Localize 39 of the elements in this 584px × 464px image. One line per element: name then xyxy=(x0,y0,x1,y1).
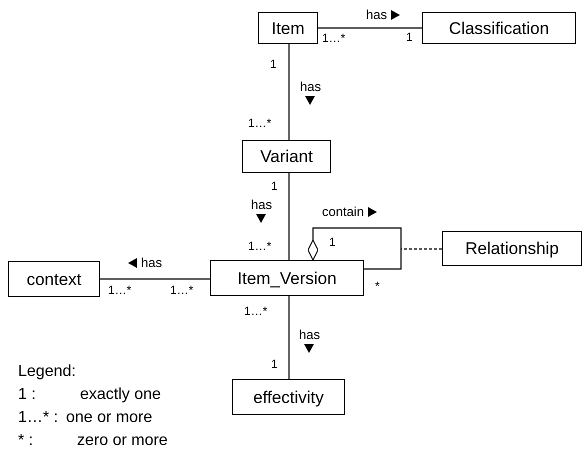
multiplicity-label: 1 xyxy=(406,31,413,43)
class-box: effectivity xyxy=(232,379,345,415)
multiplicity-label: 1…* xyxy=(244,305,268,317)
edge-label: has xyxy=(299,80,322,93)
multiplicity-label: 1 xyxy=(329,236,336,248)
legend-text: * : xyxy=(18,433,34,449)
multiplicity-label: 1…* xyxy=(248,240,272,252)
multiplicity-label: 1…* xyxy=(322,32,346,44)
class-box: Relationship xyxy=(442,231,582,266)
edge-label: contain xyxy=(321,205,365,218)
legend-text: zero or more xyxy=(77,433,168,449)
multiplicity-label: 1…* xyxy=(248,117,272,129)
association-line xyxy=(288,296,290,379)
multiplicity-label: 1 xyxy=(270,58,277,70)
class-box: Variant xyxy=(242,140,331,173)
aggregation-line xyxy=(308,227,402,270)
association-line xyxy=(288,173,290,260)
class-box: Item xyxy=(258,12,318,44)
association-line xyxy=(100,278,210,280)
legend-text: 1…* : xyxy=(18,410,58,426)
multiplicity-label: 1…* xyxy=(170,284,194,296)
edge-label: has xyxy=(250,198,273,211)
class-box: context xyxy=(8,261,100,297)
multiplicity-label: 1…* xyxy=(108,284,132,296)
class-box: Classification xyxy=(422,12,576,44)
edge-label: has xyxy=(140,256,163,269)
edge-label: has xyxy=(298,328,321,341)
class-box: Item_Version xyxy=(210,260,364,296)
dashed-connector xyxy=(401,248,442,250)
association-line xyxy=(318,27,422,29)
legend-text: 1 : xyxy=(18,387,36,403)
multiplicity-label: * xyxy=(375,280,380,292)
association-line xyxy=(288,44,290,140)
legend-text: exactly one xyxy=(80,387,161,403)
legend-text: Legend: xyxy=(18,364,76,380)
edge-label: has xyxy=(365,8,388,21)
multiplicity-label: 1 xyxy=(271,180,278,192)
legend-text: one or more xyxy=(66,410,152,426)
multiplicity-label: 1 xyxy=(271,358,278,370)
